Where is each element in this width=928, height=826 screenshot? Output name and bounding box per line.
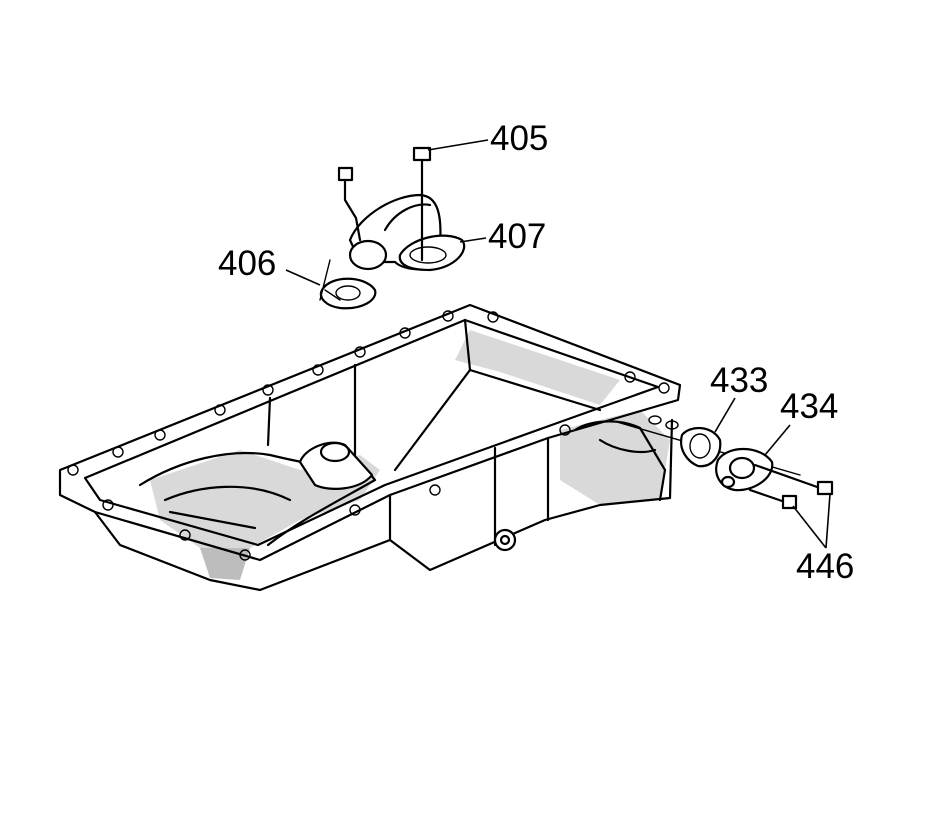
callout-434: 434	[780, 387, 838, 426]
flange-bolt-holes	[67, 310, 670, 561]
callout-405: 405	[490, 119, 548, 158]
oil-pan	[58, 303, 682, 592]
outlet-pipe-parts	[609, 415, 834, 510]
callout-446: 446	[796, 547, 854, 586]
leader-lines	[285, 139, 831, 549]
callout-433: 433	[710, 361, 768, 400]
callout-407: 407	[488, 217, 546, 256]
oil-filter-adapter	[319, 146, 466, 310]
callout-406: 406	[218, 244, 276, 283]
